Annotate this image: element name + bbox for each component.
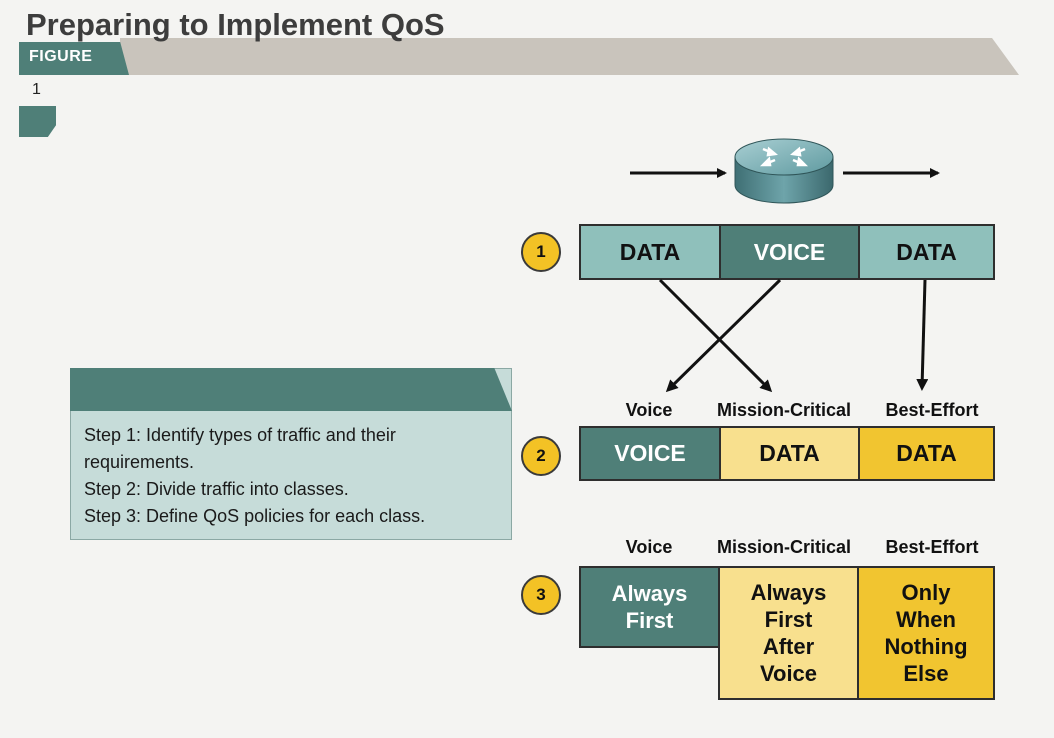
row1-data-cell-right: DATA bbox=[858, 226, 993, 278]
steps-panel-text: Step 1: Identify types of traffic and th… bbox=[84, 422, 504, 530]
traffic-row-classified: VOICE DATA DATA bbox=[579, 426, 995, 481]
panel-line-1: Step 1: Identify types of traffic and th… bbox=[84, 425, 396, 445]
policy-be-line-3: Nothing bbox=[884, 634, 968, 659]
policy-best-effort-cell: Only When Nothing Else bbox=[857, 566, 995, 700]
class-label-mission-critical-2: Mission-Critical bbox=[716, 537, 852, 557]
figure-tab[interactable]: FIGURE bbox=[19, 42, 129, 75]
step-2-badge: 2 bbox=[521, 436, 561, 476]
panel-line-3: Step 2: Divide traffic into classes. bbox=[84, 479, 349, 499]
class-label-voice: Voice bbox=[625, 400, 673, 420]
figure-1-button[interactable] bbox=[19, 106, 56, 137]
policy-be-line-1: Only bbox=[901, 580, 951, 605]
arrow-data-to-mission-critical bbox=[658, 278, 773, 393]
panel-line-2: requirements. bbox=[84, 452, 195, 472]
row2-mission-critical-cell: DATA bbox=[719, 428, 858, 479]
policy-mission-critical-cell: Always First After Voice bbox=[718, 566, 859, 700]
policy-mc-line-2: First bbox=[764, 607, 813, 632]
policy-mc-line-3: After bbox=[762, 634, 815, 659]
row2-voice-cell: VOICE bbox=[581, 428, 719, 479]
classification-arrows bbox=[658, 278, 929, 393]
row1-data-cell-left: DATA bbox=[581, 226, 719, 278]
arrow-data-to-best-effort bbox=[916, 279, 929, 391]
row1-voice-cell: VOICE bbox=[719, 226, 858, 278]
page-title: Preparing to Implement QoS bbox=[26, 7, 445, 42]
panel-line-4: Step 3: Define QoS policies for each cla… bbox=[84, 506, 426, 526]
traffic-row-unclassified: DATA VOICE DATA bbox=[579, 224, 995, 280]
policy-voice-line-2: First bbox=[625, 608, 674, 633]
policy-be-line-2: When bbox=[896, 607, 956, 632]
router-icon bbox=[734, 138, 834, 204]
class-label-voice-2: Voice bbox=[625, 537, 673, 557]
router-diagram bbox=[630, 138, 940, 204]
figure-number: 1 bbox=[32, 81, 41, 98]
class-label-best-effort: Best-Effort bbox=[885, 400, 979, 420]
header-bar bbox=[120, 38, 1019, 75]
policy-be-line-4: Else bbox=[903, 661, 949, 686]
step-3-badge: 3 bbox=[521, 575, 561, 615]
policy-voice-line-1: Always bbox=[611, 581, 688, 606]
arrow-voice-to-voice bbox=[665, 278, 782, 393]
policy-mc-line-1: Always bbox=[750, 580, 827, 605]
policy-voice-cell: Always First bbox=[579, 566, 720, 648]
class-label-best-effort-2: Best-Effort bbox=[885, 537, 979, 557]
step-1-badge: 1 bbox=[521, 232, 561, 272]
class-label-mission-critical: Mission-Critical bbox=[716, 400, 852, 420]
policy-mc-line-4: Voice bbox=[759, 661, 818, 686]
steps-panel: Step 1: Identify types of traffic and th… bbox=[70, 368, 512, 540]
figure-tab-label: FIGURE bbox=[29, 48, 93, 65]
row2-best-effort-cell: DATA bbox=[858, 428, 993, 479]
steps-panel-header bbox=[70, 368, 512, 411]
